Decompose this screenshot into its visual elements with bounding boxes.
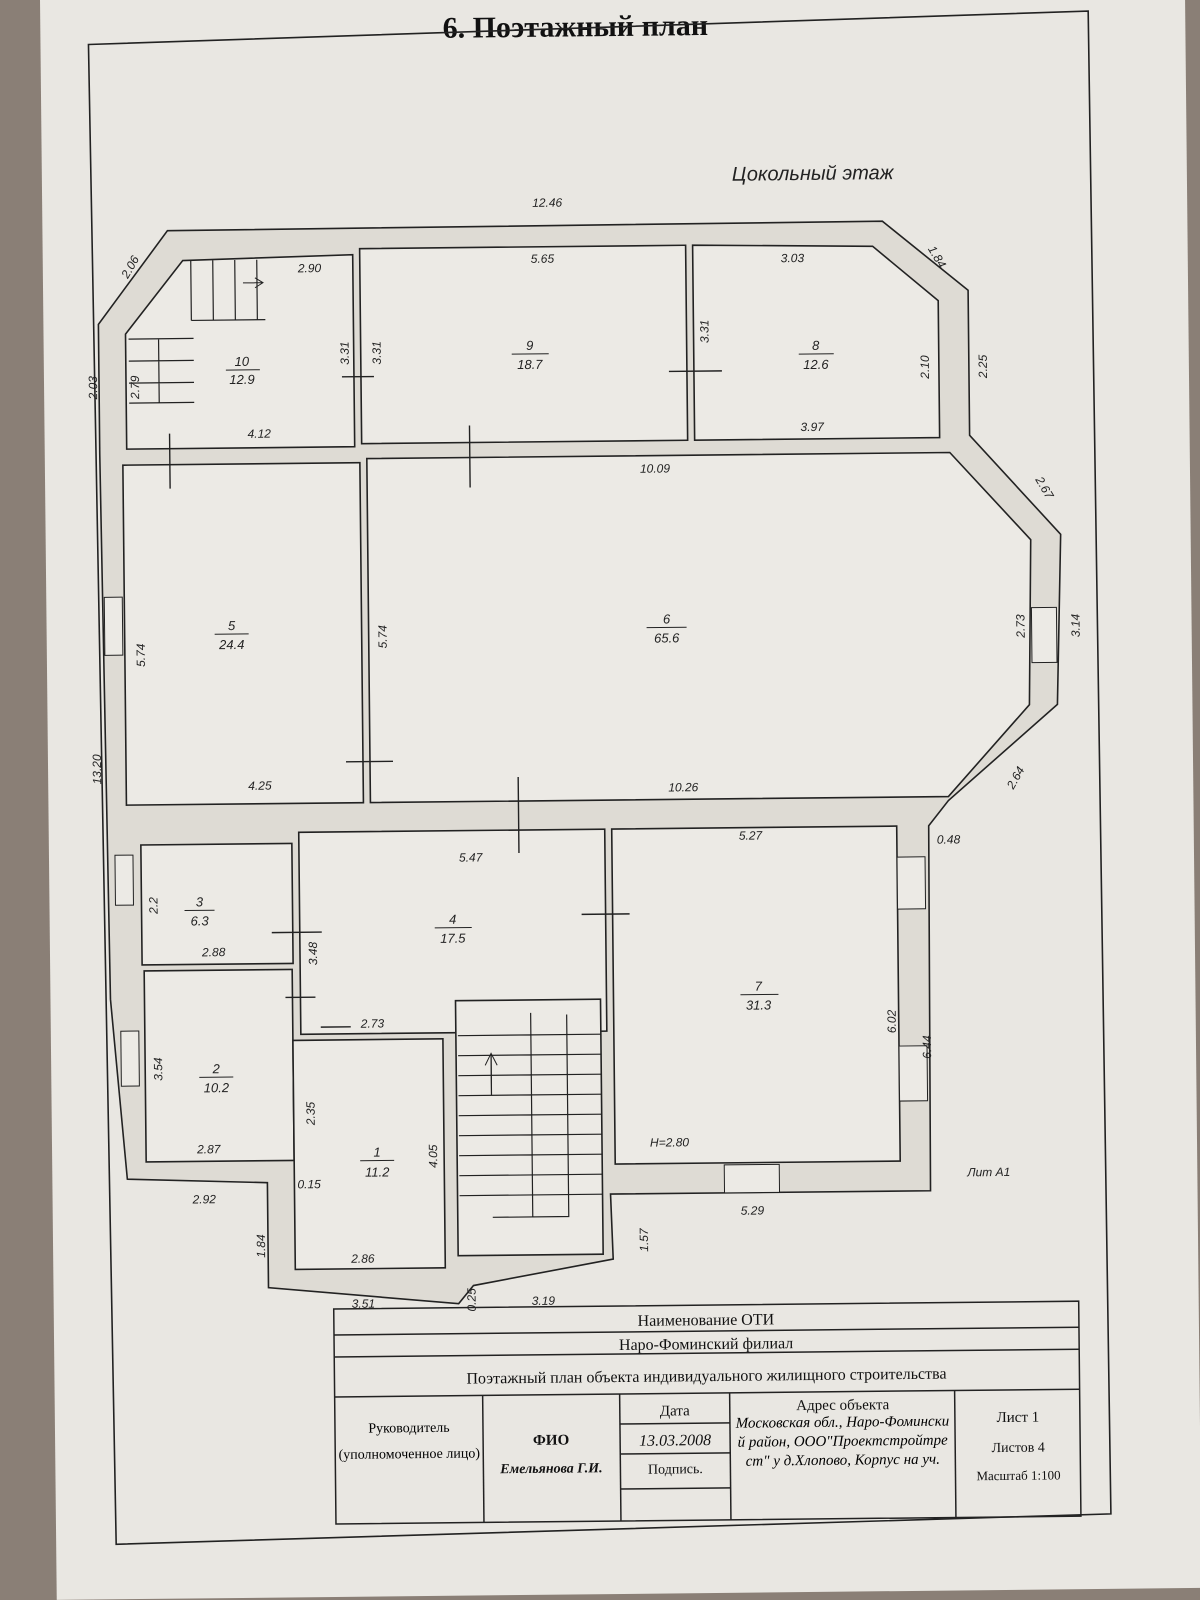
svg-text:5.74: 5.74 — [376, 625, 390, 649]
fio-label: ФИО — [533, 1433, 569, 1449]
svg-text:3.48: 3.48 — [306, 941, 320, 965]
head-label: Руководитель (уполномоченное лицо) — [338, 1420, 481, 1463]
svg-text:4.25: 4.25 — [248, 779, 272, 793]
room-labels: 10 12.9 9 18.7 8 12.6 5 24.4 6 65.6 3 6.3 4 17.… — [184, 338, 834, 1180]
svg-text:H=2.80: H=2.80 — [650, 1135, 689, 1149]
svg-text:1: 1 — [373, 1144, 380, 1159]
svg-text:3.51: 3.51 — [352, 1297, 376, 1311]
svg-text:2.86: 2.86 — [350, 1252, 375, 1266]
fio-value: Емельянова Г.И. — [499, 1461, 602, 1477]
svg-text:2.88: 2.88 — [201, 945, 226, 959]
svg-text:3.14: 3.14 — [1068, 613, 1082, 637]
svg-text:13.20: 13.20 — [90, 754, 104, 785]
sheet-frame — [87, 10, 1112, 1546]
svg-text:3.19: 3.19 — [532, 1294, 556, 1308]
svg-text:12.9: 12.9 — [229, 372, 254, 387]
svg-text:5: 5 — [228, 618, 236, 633]
sheet-count: Листов 4 — [992, 1441, 1045, 1457]
svg-text:5.27: 5.27 — [739, 828, 764, 842]
stair-arrow-icon — [242, 277, 498, 1096]
svg-text:24.4: 24.4 — [218, 637, 244, 652]
svg-text:2.35: 2.35 — [304, 1101, 318, 1126]
title-block — [332, 1300, 1082, 1525]
svg-text:7: 7 — [755, 978, 763, 993]
svg-text:17.5: 17.5 — [440, 931, 466, 946]
address-label: Адрес объекта — [796, 1397, 890, 1414]
svg-text:1.84: 1.84 — [254, 1234, 268, 1258]
date-label: Дата — [660, 1403, 690, 1419]
svg-text:5.29: 5.29 — [741, 1203, 765, 1217]
windows — [103, 596, 1058, 1194]
svg-text:6: 6 — [663, 611, 671, 626]
svg-text:2.64: 2.64 — [1003, 764, 1027, 792]
document-title: Поэтажный план объекта индивидуального ж… — [466, 1366, 946, 1388]
svg-text:0.48: 0.48 — [937, 832, 961, 846]
svg-text:9: 9 — [526, 338, 533, 353]
staircase — [128, 259, 603, 1218]
svg-text:65.6: 65.6 — [654, 630, 680, 645]
svg-text:2: 2 — [212, 1061, 221, 1076]
svg-text:12.46: 12.46 — [532, 196, 563, 210]
svg-text:1.57: 1.57 — [637, 1227, 651, 1252]
svg-text:6.02: 6.02 — [885, 1009, 899, 1033]
svg-text:6.44: 6.44 — [920, 1035, 934, 1059]
svg-text:5.47: 5.47 — [459, 850, 484, 864]
svg-text:4.12: 4.12 — [247, 427, 271, 441]
svg-text:2.73: 2.73 — [360, 1016, 385, 1030]
svg-text:10: 10 — [234, 354, 249, 369]
svg-text:3.31: 3.31 — [338, 341, 352, 365]
svg-text:10.2: 10.2 — [204, 1080, 230, 1095]
svg-text:5.65: 5.65 — [531, 252, 555, 266]
svg-text:4.05: 4.05 — [426, 1144, 440, 1168]
svg-text:2.25: 2.25 — [976, 354, 990, 379]
document-page: 6. Поэтажный план Цокольный этаж 10 12.9 … — [40, 0, 1200, 1600]
svg-text:10.09: 10.09 — [640, 461, 671, 475]
svg-text:5.74: 5.74 — [134, 643, 148, 667]
floor-name: Цокольный этаж — [732, 162, 895, 186]
oti-name: Наименование ОТИ — [637, 1311, 774, 1329]
svg-text:2.67: 2.67 — [1032, 473, 1057, 502]
svg-text:2.90: 2.90 — [297, 261, 322, 275]
rooms — [122, 244, 1032, 1271]
svg-text:0.25: 0.25 — [465, 1288, 479, 1312]
branch-name: Наро-Фоминский филиал — [619, 1335, 793, 1354]
svg-text:3.97: 3.97 — [800, 420, 825, 434]
floor-plan: 6. Поэтажный план Цокольный этаж 10 12.9 … — [86, 9, 1112, 1546]
svg-text:18.7: 18.7 — [517, 357, 543, 372]
scale: Масштаб 1:100 — [976, 1467, 1060, 1483]
svg-text:3: 3 — [196, 894, 204, 909]
sheet-number: Лист 1 — [996, 1410, 1039, 1426]
svg-text:3.31: 3.31 — [370, 341, 384, 365]
svg-text:10.26: 10.26 — [668, 780, 699, 794]
svg-text:6.3: 6.3 — [191, 913, 210, 928]
address-value: Московская обл., Наро-Фоминский район, О… — [735, 1413, 950, 1470]
svg-text:3.31: 3.31 — [697, 320, 711, 344]
signature-label: Подпись. — [648, 1462, 703, 1478]
svg-text:12.6: 12.6 — [803, 357, 829, 372]
svg-text:2.03: 2.03 — [86, 376, 100, 401]
svg-text:2.79: 2.79 — [128, 375, 142, 400]
svg-text:Лит А1: Лит А1 — [966, 1165, 1010, 1179]
date-value: 13.03.2008 — [639, 1432, 711, 1450]
page-title: 6. Поэтажный план — [442, 9, 708, 45]
svg-text:11.2: 11.2 — [365, 1164, 390, 1179]
svg-text:2.92: 2.92 — [191, 1192, 216, 1206]
svg-text:2.87: 2.87 — [196, 1142, 222, 1156]
svg-text:3.54: 3.54 — [151, 1057, 165, 1081]
svg-text:0.15: 0.15 — [297, 1177, 321, 1191]
dimension-labels: 12.46 2.06 2.90 5.65 3.03 1.84 2.03 2.79… — [86, 196, 1083, 1312]
svg-text:8: 8 — [812, 338, 820, 353]
door-marks — [168, 370, 722, 1028]
svg-text:3.03: 3.03 — [781, 251, 805, 265]
svg-text:2.10: 2.10 — [918, 355, 932, 380]
svg-text:31.3: 31.3 — [746, 997, 772, 1012]
svg-text:4: 4 — [449, 912, 456, 927]
svg-text:2.73: 2.73 — [1013, 614, 1027, 639]
svg-text:2.2: 2.2 — [146, 897, 160, 915]
